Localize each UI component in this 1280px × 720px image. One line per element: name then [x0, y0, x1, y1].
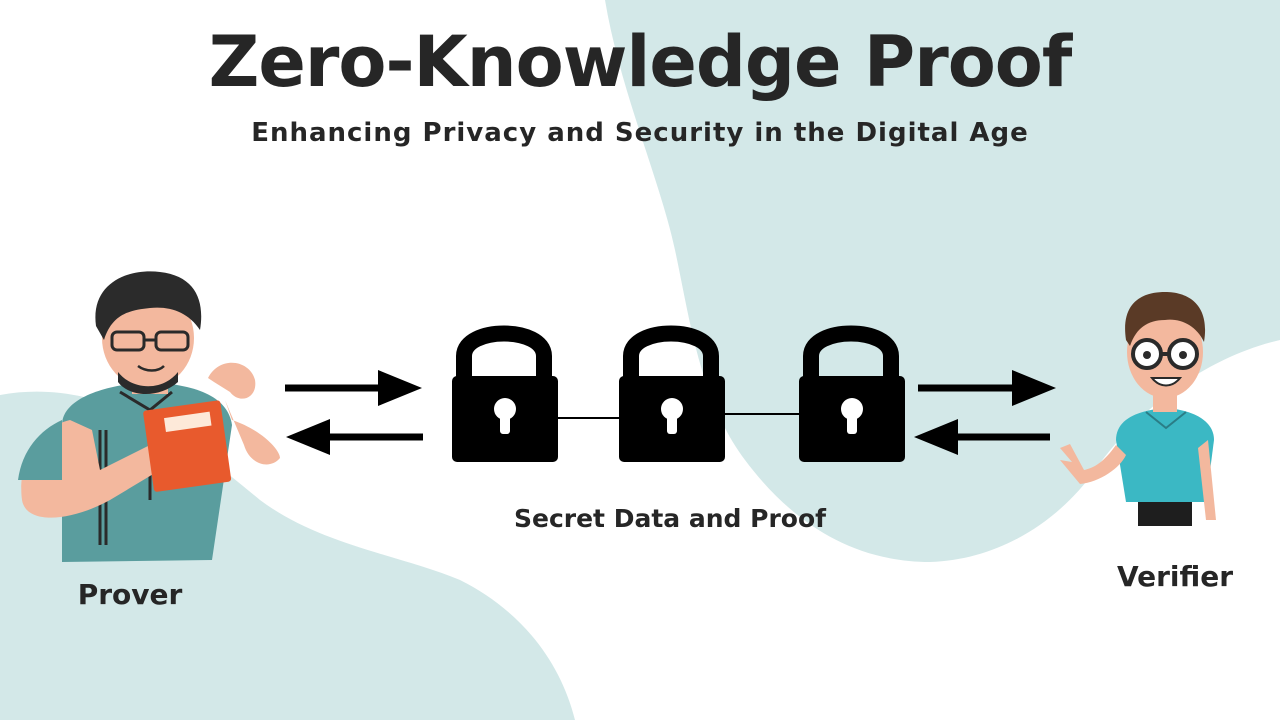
page-subtitle: Enhancing Privacy and Security in the Di… [251, 118, 1029, 148]
verifier-label: Verifier [1116, 560, 1234, 593]
arrow-left-icon [286, 419, 423, 455]
arrow-left-icon [914, 419, 1050, 455]
page-title: Zero-Knowledge Proof [208, 21, 1073, 103]
lock-icon [799, 334, 905, 463]
arrow-right-icon [918, 370, 1056, 406]
secret-data-label: Secret Data and Proof [513, 504, 826, 533]
prover-illustration [18, 271, 280, 562]
verifier-illustration [1060, 292, 1216, 526]
blob-top-right [605, 0, 1280, 562]
prover-label: Prover [77, 578, 183, 611]
arrow-right-icon [285, 370, 422, 406]
lock-icon [452, 334, 558, 463]
lock-icon [619, 334, 725, 463]
